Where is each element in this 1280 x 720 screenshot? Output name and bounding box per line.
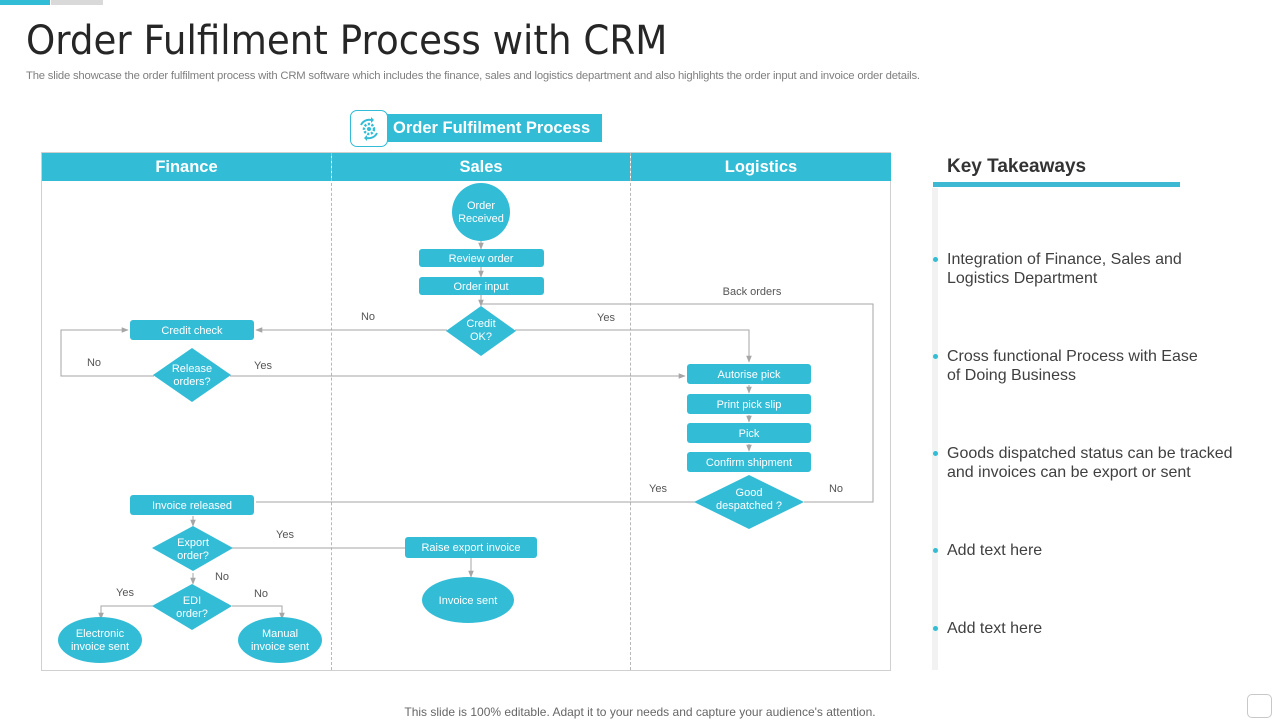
- edge-label-export-yes: Yes: [276, 529, 294, 541]
- connector: [481, 303, 874, 503]
- edge-label-release-yes: Yes: [254, 360, 272, 372]
- svg-text:Raise export invoice: Raise export invoice: [421, 542, 520, 554]
- page-subtitle: The slide showcase the order fulfilment …: [26, 70, 920, 82]
- svg-text:OK?: OK?: [470, 331, 492, 343]
- svg-text:Received: Received: [458, 213, 504, 225]
- lane-header-finance: Finance: [42, 153, 331, 181]
- key-takeaways-title: Key Takeaways: [947, 156, 1087, 177]
- node-credit-check[interactable]: Credit check: [130, 320, 254, 340]
- svg-text:Invoice released: Invoice released: [152, 500, 232, 512]
- connector: [232, 605, 285, 620]
- lane-divider: [630, 153, 631, 670]
- node-manual-invoice-sent[interactable]: Manual invoice sent: [238, 617, 322, 663]
- svg-text:Credit: Credit: [466, 318, 495, 330]
- svg-text:Order input: Order input: [453, 281, 508, 293]
- svg-text:Credit check: Credit check: [161, 325, 223, 337]
- edge-label-credit-no: No: [361, 311, 375, 323]
- svg-text:despatched ?: despatched ?: [716, 500, 782, 512]
- footer-note: This slide is 100% editable. Adapt it to…: [404, 705, 876, 719]
- connector: [98, 605, 154, 620]
- svg-text:Good: Good: [736, 487, 763, 499]
- svg-text:Invoice sent: Invoice sent: [439, 595, 498, 607]
- bullet-icon: [933, 626, 938, 631]
- edge-label-edi-yes: Yes: [116, 587, 134, 599]
- node-review-order[interactable]: Review order: [419, 249, 544, 267]
- bullet-icon: [933, 257, 938, 262]
- edge-label-despatched-yes: Yes: [649, 483, 667, 495]
- bullet-icon: [933, 548, 938, 553]
- bullet-icon: [933, 451, 938, 456]
- page-title: Order Fulfilment Process with CRM: [26, 18, 668, 64]
- lane-header-sales: Sales: [332, 153, 630, 181]
- node-good-despatched[interactable]: Good despatched ?: [694, 475, 804, 529]
- edge-label-back-orders: Back orders: [723, 286, 782, 298]
- node-autorise-pick[interactable]: Autorise pick: [687, 364, 811, 384]
- node-invoice-sent[interactable]: Invoice sent: [422, 577, 514, 623]
- svg-text:Print pick slip: Print pick slip: [717, 399, 782, 411]
- takeaway-item: Cross functional Process with Ease of Do…: [933, 347, 1247, 385]
- key-takeaways-underline: [933, 182, 1180, 187]
- edge-label-export-no: No: [215, 571, 229, 583]
- edge-label-despatched-no: No: [829, 483, 843, 495]
- node-export-order[interactable]: Export order?: [152, 526, 233, 571]
- svg-text:invoice sent: invoice sent: [251, 641, 309, 653]
- node-credit-ok[interactable]: Credit OK?: [446, 306, 516, 356]
- node-pick[interactable]: Pick: [687, 423, 811, 443]
- node-raise-export-invoice[interactable]: Raise export invoice: [405, 537, 537, 558]
- svg-text:orders?: orders?: [173, 376, 210, 388]
- node-invoice-released[interactable]: Invoice released: [130, 495, 254, 515]
- takeaway-item: Goods dispatched status can be tracked a…: [933, 444, 1247, 482]
- svg-text:Autorise pick: Autorise pick: [718, 369, 781, 381]
- gear-cycle-icon: [350, 110, 388, 147]
- top-accent-bar: [0, 0, 50, 5]
- node-order-received[interactable]: Order Received: [452, 183, 510, 241]
- top-grey-bar: [51, 0, 103, 5]
- svg-text:Pick: Pick: [739, 428, 760, 440]
- takeaway-item: Add text here: [933, 619, 1247, 638]
- swimlane-container: Finance Sales Logistics: [41, 152, 891, 671]
- node-print-pick-slip[interactable]: Print pick slip: [687, 394, 811, 414]
- takeaway-item: Add text here: [933, 541, 1247, 560]
- lane-header-logistics: Logistics: [631, 153, 891, 181]
- process-banner: Order Fulfilment Process: [384, 114, 602, 142]
- bullet-icon: [933, 354, 938, 359]
- svg-text:invoice sent: invoice sent: [71, 641, 129, 653]
- node-confirm-shipment[interactable]: Confirm shipment: [687, 452, 811, 472]
- connector: [60, 327, 154, 377]
- edge-label-edi-no: No: [254, 588, 268, 600]
- process-label: Order Fulfilment Process: [350, 110, 602, 147]
- svg-text:Release: Release: [172, 363, 212, 375]
- svg-text:Order: Order: [467, 200, 495, 212]
- node-edi-order[interactable]: EDI order?: [152, 584, 232, 630]
- svg-text:Export: Export: [177, 537, 209, 549]
- svg-text:order?: order?: [176, 608, 208, 620]
- svg-text:Electronic: Electronic: [76, 628, 125, 640]
- svg-text:EDI: EDI: [183, 595, 201, 607]
- connector: [515, 329, 752, 363]
- svg-text:Manual: Manual: [262, 628, 298, 640]
- svg-text:Review order: Review order: [449, 253, 514, 265]
- takeaway-item: Integration of Finance, Sales and Logist…: [933, 250, 1247, 288]
- svg-text:Confirm shipment: Confirm shipment: [706, 457, 792, 469]
- key-takeaways-rail: [932, 188, 938, 670]
- lane-divider: [331, 153, 332, 670]
- node-order-input[interactable]: Order input: [419, 277, 544, 295]
- corner-box[interactable]: [1247, 694, 1272, 718]
- edge-label-credit-yes: Yes: [597, 312, 615, 324]
- svg-text:order?: order?: [177, 550, 209, 562]
- edge-label-release-no: No: [87, 357, 101, 369]
- node-release-orders[interactable]: Release orders?: [153, 348, 231, 402]
- node-electronic-invoice-sent[interactable]: Electronic invoice sent: [58, 617, 142, 663]
